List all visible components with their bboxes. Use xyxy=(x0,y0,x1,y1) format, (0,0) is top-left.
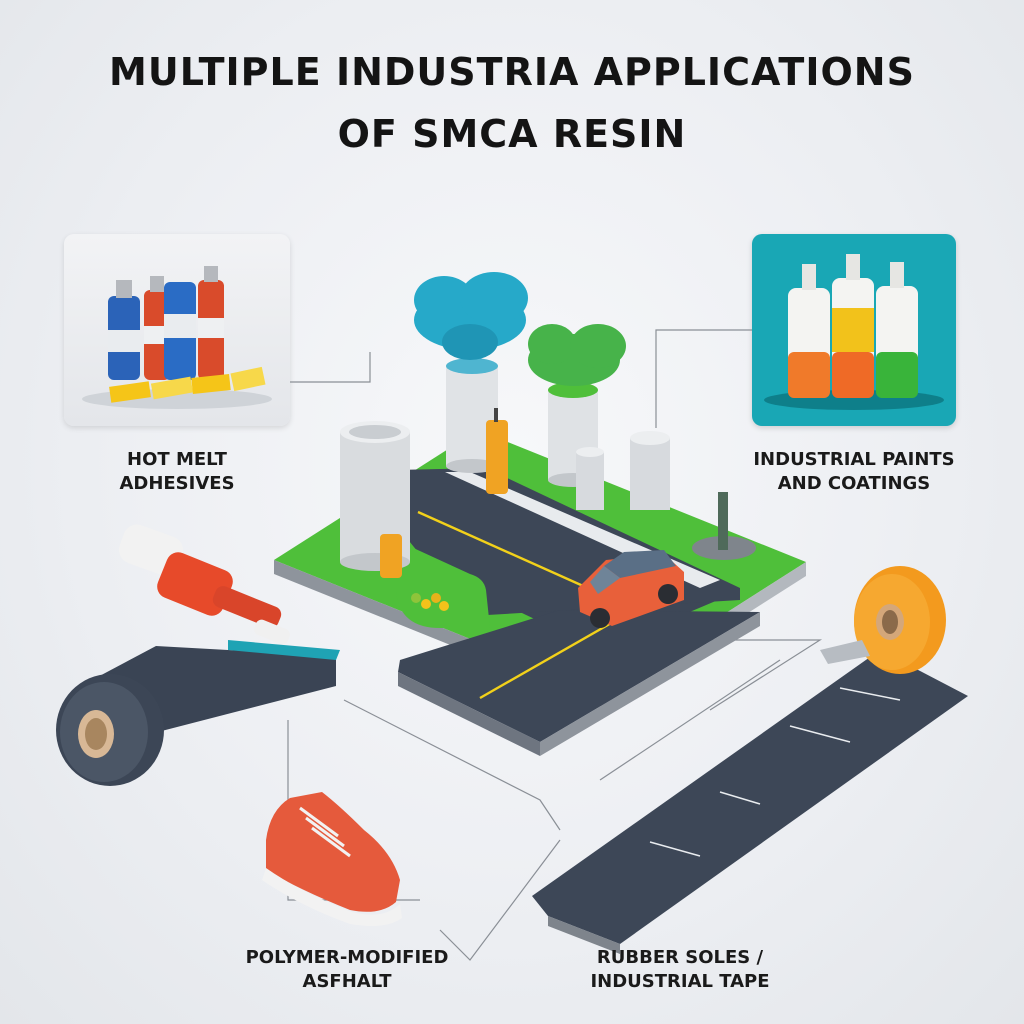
post-with-gravel xyxy=(692,492,756,560)
pellets xyxy=(411,593,449,611)
hot-melt-label-line-2: ADHESIVES xyxy=(119,473,235,494)
hot-melt-label: HOT MELT ADHESIVES xyxy=(92,448,262,496)
rubber-label-line-2: INDUSTRIAL TAPE xyxy=(590,971,770,992)
orange-tape-icon xyxy=(820,566,946,674)
cloud-icon xyxy=(414,272,626,386)
road-platform xyxy=(274,430,806,756)
title-line-2: OF SMCA RESIN xyxy=(337,112,687,156)
paints-label-line-1: INDUSTRIAL PAINTS xyxy=(753,449,955,470)
asphalt-label-line-1: POLYMER-MODIFIED xyxy=(245,947,449,968)
paints-card xyxy=(752,234,956,426)
tape-roll-icon xyxy=(56,674,164,786)
tube-icon xyxy=(764,254,944,410)
asphalt-label-line-2: ASFHALT xyxy=(302,971,392,992)
sealant-gun-icon xyxy=(92,524,340,734)
car-icon xyxy=(578,550,684,628)
hot-melt-card xyxy=(64,234,290,426)
rubber-label: RUBBER SOLES / INDUSTRIAL TAPE xyxy=(560,946,800,994)
pillars xyxy=(340,358,670,578)
connector-lines xyxy=(287,329,823,961)
asphalt-label: POLYMER-MODIFIED ASFHALT xyxy=(222,946,472,994)
canister-icon xyxy=(82,266,272,409)
paints-label: INDUSTRIAL PAINTS AND COATINGS xyxy=(744,448,964,496)
title-line-1: MULTIPLE INDUSTRIA APPLICATIONS xyxy=(109,50,915,94)
rubber-label-line-1: RUBBER SOLES / xyxy=(596,947,764,968)
tape-strip xyxy=(532,650,968,954)
hot-melt-label-line-1: HOT MELT xyxy=(127,449,227,470)
paints-label-line-2: AND COATINGS xyxy=(777,473,931,494)
sneaker-icon xyxy=(262,792,402,926)
